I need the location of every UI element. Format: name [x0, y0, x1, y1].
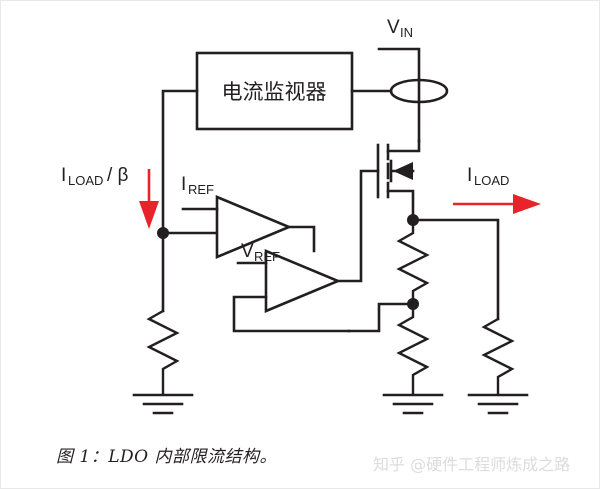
iload-beta-label: I LOAD / β	[61, 165, 129, 188]
iload-beta-current-arrow	[139, 169, 159, 229]
arrow-head	[139, 201, 159, 229]
amp1-output-wire	[287, 225, 316, 253]
vref-label: V REF	[241, 241, 280, 264]
current-monitor-block	[195, 51, 354, 131]
feedback-input-wire	[232, 295, 351, 333]
pmos-drain-lead	[386, 189, 415, 221]
arrow-head	[513, 194, 541, 214]
error-amplifier	[264, 249, 342, 313]
current-monitor-label: 电流监视器	[222, 80, 327, 104]
iload-beta-label-suffix: / β	[107, 165, 129, 186]
pass-pmos-transistor	[376, 139, 421, 221]
ground-symbol-right	[467, 393, 529, 415]
watermark: 知乎 @硬件工程师炼成之路	[373, 455, 571, 474]
iref-label-main: I	[181, 174, 186, 195]
current-limit-amplifier	[215, 195, 293, 259]
iload-label-sub: LOAD	[474, 173, 509, 188]
ground-symbol-middle	[382, 393, 444, 415]
feedback-tap-wire	[347, 302, 415, 333]
iref-label: I REF	[181, 174, 214, 197]
pmos-source-lead	[386, 139, 421, 153]
iload-label-main: I	[467, 165, 472, 186]
body-diode-arrow	[393, 162, 413, 180]
iload-label: I LOAD	[467, 165, 509, 188]
ground-symbol-left	[132, 393, 194, 415]
output-rail-wire	[411, 218, 500, 321]
load-resistor	[481, 317, 515, 395]
vin-label: V IN	[387, 17, 413, 40]
iload-current-arrow	[453, 194, 541, 214]
monitor-output-wire	[161, 89, 199, 235]
sense-resistor	[146, 309, 180, 395]
vref-label-main: V	[241, 241, 254, 262]
vref-label-sub: REF	[254, 249, 280, 264]
vin-label-main: V	[387, 17, 400, 38]
feedback-resistor-top	[396, 218, 430, 306]
vin-net	[377, 47, 421, 143]
feedback-resistor-bottom	[396, 302, 430, 395]
figure-caption: 图 1：LDO 内部限流结构。	[56, 447, 277, 467]
iload-beta-label-sub: LOAD	[68, 173, 103, 188]
iload-beta-label-main: I	[61, 165, 66, 186]
amp2-output-to-gate-wire	[336, 169, 380, 283]
vin-label-sub: IN	[400, 25, 413, 40]
iref-label-sub: REF	[188, 182, 214, 197]
vin-wire	[377, 47, 421, 88]
